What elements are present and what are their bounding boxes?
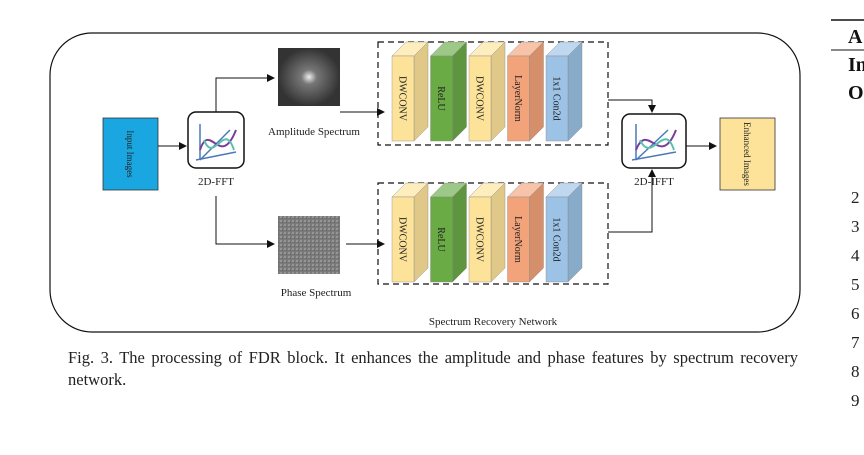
fft-label: 2D-FFT [198, 176, 234, 188]
ifft-label: 2D-IFFT [634, 176, 674, 188]
svg-text:ReLU: ReLU [435, 86, 446, 111]
svg-text:Enhanced Images: Enhanced Images [742, 122, 752, 186]
ifft-icon [621, 113, 687, 169]
line-number: 8 [851, 362, 860, 381]
line-number: 2 [851, 188, 860, 207]
fdr-block-outline [49, 32, 801, 333]
figure-caption: Fig. 3. The processing of FDR block. It … [68, 348, 798, 389]
svg-text:DWCONV: DWCONV [397, 76, 408, 122]
line-number: 5 [851, 275, 860, 294]
network-block: LayerNorm [507, 182, 544, 283]
phase-spectrum-image [278, 216, 340, 274]
network-block: DWCONV [391, 41, 429, 142]
network-block: LayerNorm [507, 41, 544, 142]
fft-icon [187, 111, 245, 169]
svg-text:DWCONV: DWCONV [474, 76, 485, 122]
svg-text:Input Images: Input Images [125, 130, 135, 178]
svg-text:DWCONV: DWCONV [474, 217, 485, 263]
svg-text:LayerNorm: LayerNorm [512, 216, 523, 263]
network-label: Spectrum Recovery Network [429, 316, 558, 328]
svg-text:1x1 Con2d: 1x1 Con2d [551, 217, 562, 261]
right-column-heading: A [848, 26, 863, 48]
line-number: 3 [851, 217, 860, 236]
network-block: ReLU [430, 182, 467, 283]
svg-text:1x1 Con2d: 1x1 Con2d [551, 76, 562, 120]
amplitude-spectrum-image [278, 48, 340, 106]
phase-label: Phase Spectrum [281, 287, 352, 299]
svg-text:ReLU: ReLU [435, 227, 446, 252]
svg-text:LayerNorm: LayerNorm [512, 75, 523, 122]
network-block: DWCONV [468, 41, 506, 142]
network-block: DWCONV [468, 182, 506, 283]
amplitude-label: Amplitude Spectrum [268, 126, 360, 138]
right-column-heading: O [848, 82, 864, 104]
line-number: 7 [851, 333, 860, 352]
network-block: 1x1 Con2d [545, 182, 583, 283]
right-column-heading: In [848, 54, 864, 76]
line-number: 9 [851, 391, 860, 410]
svg-text:DWCONV: DWCONV [397, 217, 408, 263]
input-images-box: Input Images [102, 117, 159, 191]
line-number: 4 [851, 246, 860, 265]
network-block: 1x1 Con2d [545, 41, 583, 142]
enhanced-images-box: Enhanced Images [719, 117, 776, 191]
network-block: DWCONV [391, 182, 429, 283]
line-number: 6 [851, 304, 860, 323]
network-block: ReLU [430, 41, 467, 142]
